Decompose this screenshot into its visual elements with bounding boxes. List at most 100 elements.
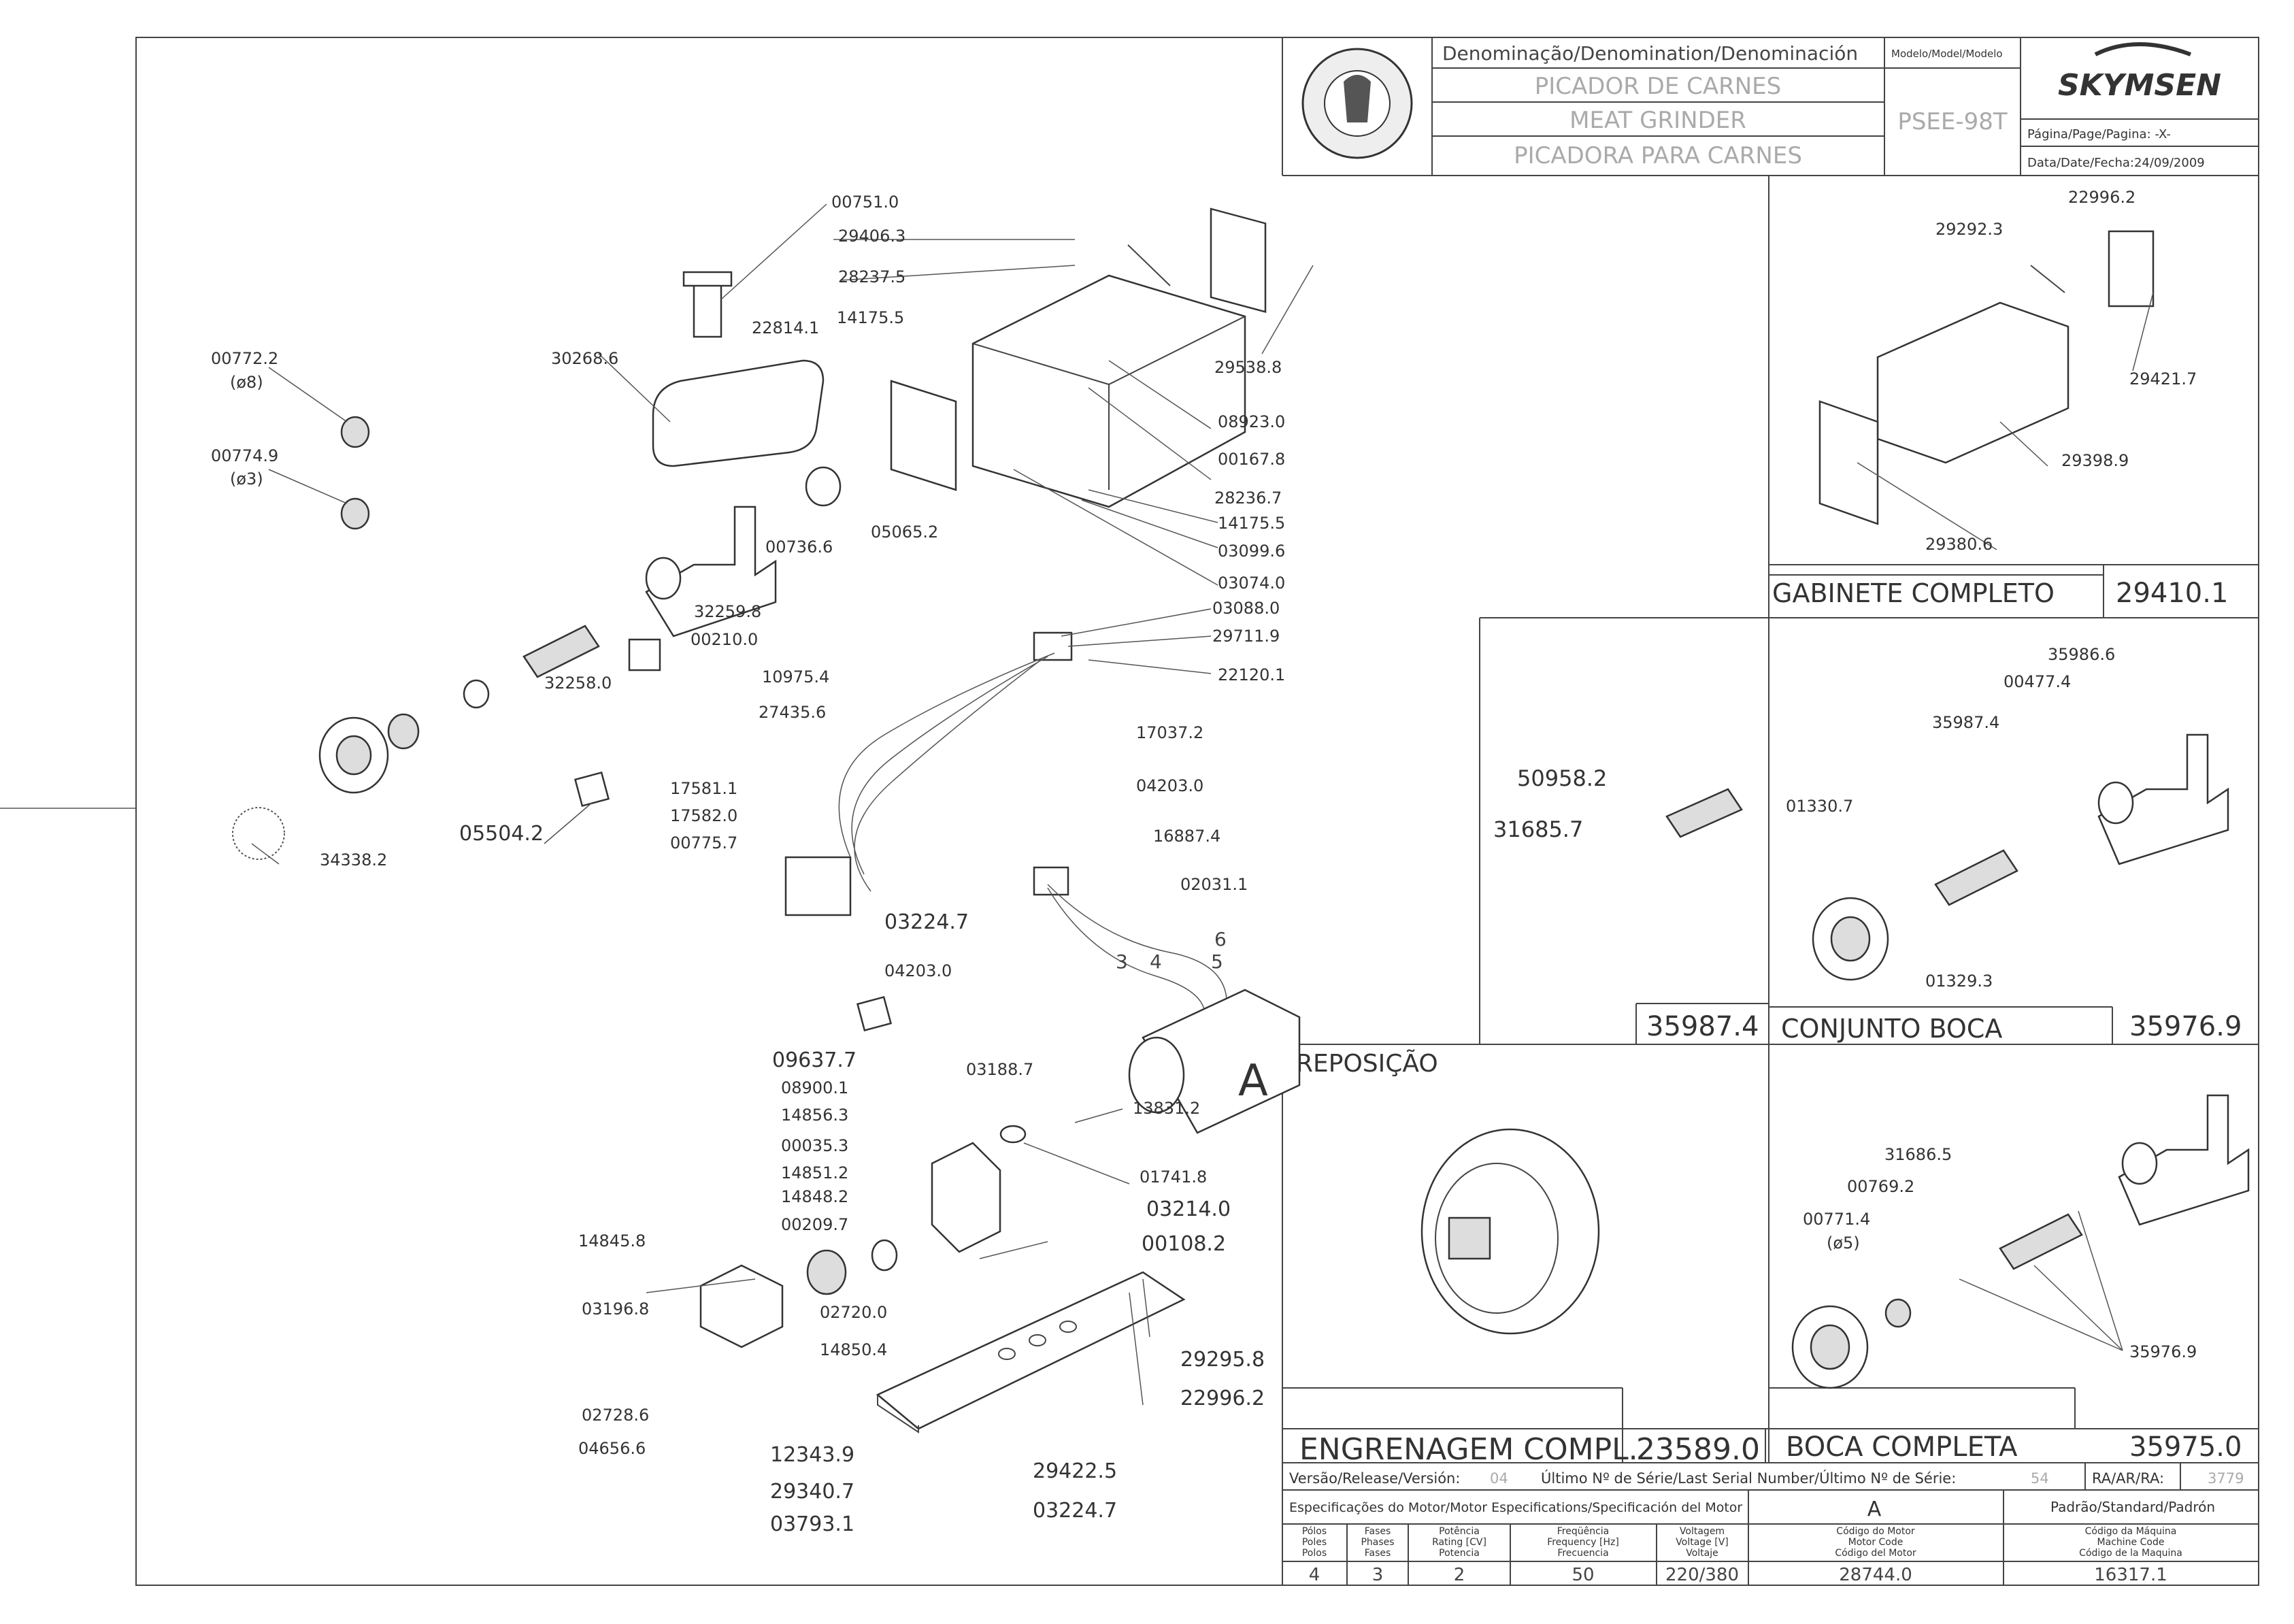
callout: 29538.8 bbox=[1214, 358, 1282, 377]
main-assembly-drawings bbox=[232, 208, 1301, 1434]
model-header: Modelo/Model/Modelo bbox=[1891, 48, 2003, 60]
title-block: Denominação/Denomination/Denominación Mo… bbox=[1301, 42, 2221, 170]
terminal-block-part bbox=[1033, 866, 1069, 896]
rosca-worm bbox=[1665, 788, 1743, 838]
callout: 14175.5 bbox=[1218, 514, 1285, 533]
ra-label: RA/AR/RA: bbox=[2092, 1470, 2164, 1487]
callout: 00209.7 bbox=[781, 1215, 848, 1234]
neck-housing-part bbox=[645, 506, 777, 637]
callout: (ø8) bbox=[230, 373, 263, 392]
phases-value: 3 bbox=[1372, 1565, 1384, 1585]
poles-value: 4 bbox=[1309, 1565, 1320, 1585]
knife-part bbox=[463, 679, 490, 709]
gabinete-side-panel bbox=[1818, 400, 1879, 525]
plate-3mm-part bbox=[340, 497, 370, 530]
callout: 00736.6 bbox=[765, 537, 833, 557]
callout: (ø3) bbox=[230, 469, 263, 488]
motor-spec-header: Especificações do Motor/Motor Especifica… bbox=[1289, 1500, 1742, 1515]
svg-text:Voltagem: Voltagem bbox=[1680, 1526, 1725, 1537]
serial-value: 54 bbox=[2031, 1470, 2049, 1487]
callout: 29380.6 bbox=[1925, 535, 1993, 554]
spec-col-voltage: Voltagem Voltage [V] Voltaje 220/380 bbox=[1665, 1526, 1739, 1585]
callout: 29292.3 bbox=[1935, 220, 2003, 239]
pusher-part bbox=[693, 281, 722, 338]
callout: 27435.6 bbox=[759, 703, 826, 722]
version-row: Versão/Release/Versión: 04 Último Nº de … bbox=[1289, 1470, 2244, 1487]
electrical-label-part bbox=[628, 638, 661, 672]
model-value: PSEE-98T bbox=[1897, 108, 2008, 135]
callout: 14850.4 bbox=[820, 1340, 887, 1359]
callout: 29340.7 bbox=[770, 1480, 854, 1504]
version-label: Versão/Release/Versión: bbox=[1289, 1470, 1460, 1487]
callout: 05065.2 bbox=[871, 523, 938, 542]
callout: 02728.6 bbox=[582, 1406, 649, 1425]
callout: 31685.7 bbox=[1493, 816, 1583, 842]
svg-text:Frecuencia: Frecuencia bbox=[1557, 1548, 1608, 1559]
name-pt: PICADOR DE CARNES bbox=[1535, 73, 1782, 100]
gabinete-box bbox=[1876, 301, 2069, 464]
gear-cover-part bbox=[699, 1264, 784, 1348]
spec-col-rating: Potência Rating [CV] Potencia 2 bbox=[1432, 1526, 1486, 1585]
callout: 03793.1 bbox=[770, 1512, 854, 1536]
svg-text:Pólos: Pólos bbox=[1302, 1526, 1327, 1537]
callout: 00210.0 bbox=[691, 630, 758, 649]
svg-text:Poles: Poles bbox=[1302, 1537, 1327, 1548]
callout: 05504.2 bbox=[459, 822, 544, 846]
page-label: Página/Page/Pagina: -X- bbox=[2027, 127, 2171, 142]
boca-completa-code: 35975.0 bbox=[2129, 1431, 2242, 1463]
callout: 35976.9 bbox=[2129, 1342, 2197, 1361]
callout: 00775.7 bbox=[670, 833, 737, 852]
svg-text:Freqüência: Freqüência bbox=[1557, 1526, 1610, 1537]
callout: 00035.3 bbox=[781, 1136, 848, 1155]
motor-part bbox=[1142, 989, 1301, 1134]
reposicao-gear bbox=[1420, 1128, 1600, 1335]
callout: 03074.0 bbox=[1218, 574, 1285, 593]
callout: 17581.1 bbox=[670, 779, 737, 798]
machine-code-value: 16317.1 bbox=[2094, 1565, 2167, 1585]
engrenagem-code: 23589.0 bbox=[1636, 1432, 1760, 1467]
motor-spec-table: Especificações do Motor/Motor Especifica… bbox=[1289, 1497, 2215, 1585]
spec-col-phases: Fases Phases Fases 3 bbox=[1361, 1526, 1394, 1585]
callout: 32258.0 bbox=[544, 674, 612, 693]
callout: 00769.2 bbox=[1847, 1177, 1914, 1196]
engrenagem-label: ENGRENAGEM COMPL. bbox=[1299, 1432, 1638, 1467]
callout: 29422.5 bbox=[1033, 1459, 1117, 1483]
callout: 50958.2 bbox=[1517, 765, 1607, 791]
conjunto-boca-code: 35976.9 bbox=[2129, 1011, 2242, 1042]
callout: 01741.8 bbox=[1140, 1167, 1207, 1187]
callout: 00751.0 bbox=[831, 193, 899, 212]
callouts-insets: 22996.2 29292.3 29421.7 29398.9 29380.6 … bbox=[1493, 188, 2197, 1361]
ra-value: 3779 bbox=[2208, 1470, 2244, 1487]
motor-code-value: 28744.0 bbox=[1839, 1565, 1912, 1585]
svg-text:Machine Code: Machine Code bbox=[2097, 1537, 2165, 1548]
wiring-harness bbox=[838, 652, 1055, 892]
svg-text:Polos: Polos bbox=[1302, 1548, 1327, 1559]
callout: 04203.0 bbox=[1136, 776, 1203, 795]
callout: 29421.7 bbox=[2129, 369, 2197, 388]
gabinete-label: GABINETE COMPLETO bbox=[1772, 578, 2055, 608]
boca-neck bbox=[2118, 1094, 2250, 1226]
wire-number: 4 bbox=[1150, 950, 1162, 973]
tray-part bbox=[652, 359, 825, 467]
svg-text:Código do Motor: Código do Motor bbox=[1836, 1526, 1915, 1537]
drawing-frame bbox=[0, 37, 2259, 1586]
callout: 03188.7 bbox=[966, 1060, 1033, 1079]
callout: 00771.4 bbox=[1803, 1210, 1870, 1229]
gearbox-part bbox=[931, 1142, 1001, 1253]
callout: 14851.2 bbox=[781, 1163, 848, 1182]
callout: 04203.0 bbox=[884, 961, 952, 980]
callout: 14848.2 bbox=[781, 1187, 848, 1206]
section-labels: GABINETE COMPLETO 29410.1 35987.4 CONJUN… bbox=[1296, 578, 2242, 1467]
spec-col-machine-code: Código da Máquina Machine Code Código de… bbox=[2079, 1526, 2182, 1585]
callout: 03196.8 bbox=[582, 1299, 649, 1319]
terminal-part bbox=[1033, 631, 1073, 661]
callout: 29398.9 bbox=[2061, 451, 2129, 470]
spec-col-motor-code: Código do Motor Motor Code Código del Mo… bbox=[1835, 1526, 1916, 1585]
callout: 00772.2 bbox=[211, 349, 278, 368]
callout: 28236.7 bbox=[1214, 488, 1282, 508]
callout: 03099.6 bbox=[1218, 542, 1285, 561]
callout: 01329.3 bbox=[1925, 972, 1993, 991]
callout: 29711.9 bbox=[1212, 627, 1280, 646]
conjunto-worm bbox=[1934, 849, 2018, 906]
callout: 08923.0 bbox=[1218, 412, 1285, 431]
